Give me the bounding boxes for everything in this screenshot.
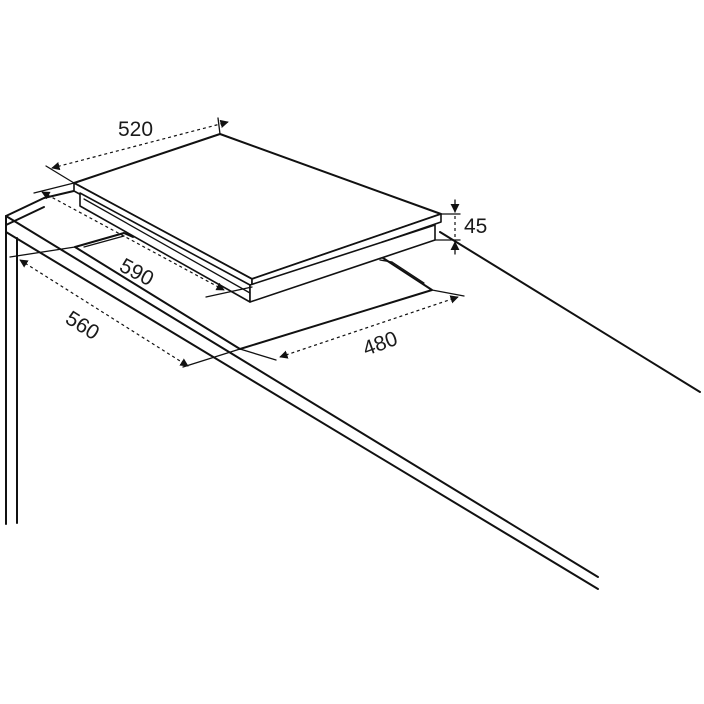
dimension-590 bbox=[33, 182, 253, 298]
dimension-label-520: 520 bbox=[118, 118, 153, 141]
dimension-45 bbox=[434, 199, 461, 255]
dimension-480 bbox=[239, 289, 465, 361]
dimension-label-560: 560 bbox=[61, 307, 103, 345]
dimension-label-480: 480 bbox=[360, 327, 401, 361]
dimension-label-45: 45 bbox=[464, 215, 487, 238]
dimension-520 bbox=[45, 117, 229, 184]
dimension-label-590: 590 bbox=[116, 254, 158, 291]
dimension-560 bbox=[9, 246, 241, 368]
